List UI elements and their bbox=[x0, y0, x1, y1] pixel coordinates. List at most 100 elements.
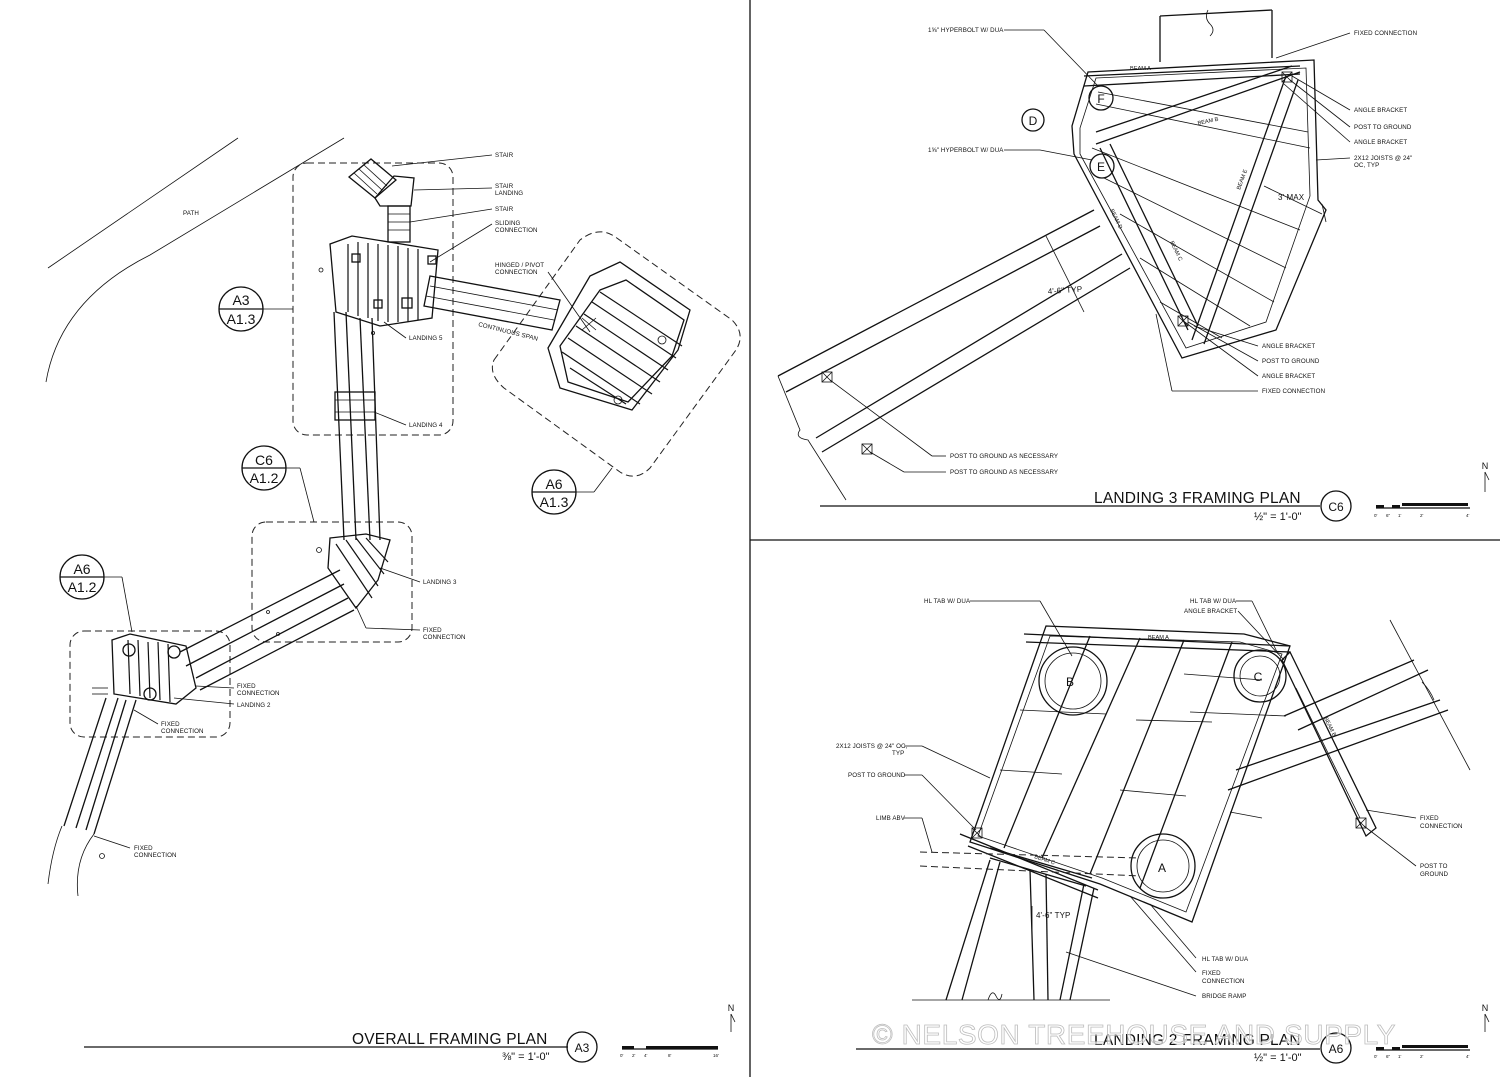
callout-a3-a1-3: A3 A1.3 bbox=[218, 286, 293, 332]
svg-text:16': 16' bbox=[713, 1053, 719, 1058]
svg-text:1': 1' bbox=[1398, 513, 1402, 518]
l2-bridge-ramp bbox=[912, 833, 1141, 1001]
note-landing-3: LANDING 3 bbox=[423, 579, 457, 586]
svg-text:A1.2: A1.2 bbox=[250, 470, 279, 486]
l3-note-fixed-top: FIXED CONNECTION bbox=[1354, 30, 1417, 37]
l3-notes: 1⅝" HYPERBOLT W/ DUA 1⅝" HYPERBOLT W/ DU… bbox=[829, 27, 1417, 476]
landing-3-framing-plan: F E D bbox=[777, 9, 1490, 523]
l3-upper-member bbox=[1159, 9, 1273, 62]
landing-upper-right bbox=[547, 261, 691, 411]
l3-bubble-d: D bbox=[1029, 114, 1038, 128]
overall-title: OVERALL FRAMING PLAN bbox=[352, 1031, 548, 1048]
l3-note-joists-1: 2X12 JOISTS @ 24" bbox=[1354, 155, 1412, 162]
l3-note-angle-4: ANGLE BRACKET bbox=[1262, 373, 1315, 380]
note-fixed2a-1: FIXED bbox=[237, 683, 256, 690]
svg-text:A6: A6 bbox=[73, 561, 90, 577]
overall-title-block: OVERALL FRAMING PLAN ⅜" = 1'-0" A3 0' 2'… bbox=[84, 1003, 736, 1063]
l3-north-arrow: N bbox=[1482, 461, 1490, 492]
note-fixed1-1: FIXED bbox=[134, 845, 153, 852]
svg-text:N: N bbox=[1482, 1003, 1489, 1013]
l2-note-fixed1-2: CONNECTION bbox=[1202, 978, 1245, 985]
l3-note-post-nec-1: POST TO GROUND AS NECESSARY bbox=[950, 453, 1058, 460]
l2-note-tab-2: HL TAB W/ DUA bbox=[1190, 598, 1237, 605]
svg-text:C6: C6 bbox=[255, 452, 273, 468]
landing-2-framing-plan: B C A bbox=[836, 598, 1490, 1064]
svg-text:0': 0' bbox=[620, 1053, 624, 1058]
svg-text:2': 2' bbox=[1420, 513, 1424, 518]
note-fixed3-1: FIXED bbox=[423, 627, 442, 634]
l2-scale-bar: 0' 6" 1' 2' 4' bbox=[1374, 1045, 1470, 1059]
landing-5 bbox=[318, 235, 439, 327]
overall-scale: ⅜" = 1'-0" bbox=[502, 1051, 550, 1063]
landing-3-small bbox=[316, 533, 391, 610]
l2-note-fixed1-1: FIXED bbox=[1202, 970, 1221, 977]
landing-2-small bbox=[92, 633, 197, 705]
bridge-span bbox=[179, 569, 355, 691]
l2-note-angle: ANGLE BRACKET bbox=[1184, 608, 1237, 615]
path-label: PATH bbox=[183, 210, 199, 217]
stair bbox=[347, 158, 415, 243]
note-landing-2: LANDING 2 bbox=[237, 702, 271, 709]
l3-title: LANDING 3 FRAMING PLAN bbox=[1094, 490, 1301, 507]
l3-beam-c: BEAM C bbox=[1168, 240, 1183, 262]
l2-bubble-b: B bbox=[1066, 675, 1074, 689]
l2-sheet-ref: A6 bbox=[1329, 1042, 1344, 1056]
l2-note-fixed2-2: CONNECTION bbox=[1420, 823, 1463, 830]
note-stair-landing-2: LANDING bbox=[495, 190, 523, 197]
l2-scale: ½" = 1'-0" bbox=[1254, 1052, 1302, 1064]
svg-text:N: N bbox=[1482, 461, 1489, 471]
l3-scale: ½" = 1'-0" bbox=[1254, 511, 1302, 523]
l2-note-joists-1: 2X12 JOISTS @ 24" OC, bbox=[836, 743, 908, 750]
overall-north-arrow: N bbox=[728, 1003, 736, 1032]
l2-note-limb: LIMB ABV bbox=[876, 815, 906, 822]
bridge-ramp bbox=[47, 697, 137, 897]
note-stair-2: STAIR bbox=[495, 206, 514, 213]
l3-max: 3' MAX bbox=[1278, 193, 1305, 202]
l2-title-block: LANDING 2 FRAMING PLAN ½" = 1'-0" A6 0' … bbox=[856, 1003, 1490, 1064]
l2-note-tab-3: HL TAB W/ DUA bbox=[1202, 956, 1249, 963]
detail-boundaries bbox=[69, 162, 741, 738]
note-fixed2b-1: FIXED bbox=[161, 721, 180, 728]
overall-scale-bar: 0' 2' 4' 8' 16' bbox=[620, 1046, 719, 1058]
note-fixed3-2: CONNECTION bbox=[423, 634, 466, 641]
overall-framing-plan: PATH bbox=[45, 137, 741, 1063]
l3-note-angle-3: ANGLE BRACKET bbox=[1262, 343, 1315, 350]
svg-text:A1.3: A1.3 bbox=[227, 311, 256, 327]
overall-sheet-ref: A3 bbox=[575, 1041, 590, 1055]
l3-scale-bar: 0' 6" 1' 2' 4' bbox=[1374, 503, 1470, 518]
l3-note-fixed-bottom: FIXED CONNECTION bbox=[1262, 388, 1325, 395]
l3-title-block: LANDING 3 FRAMING PLAN ½" = 1'-0" C6 0' … bbox=[820, 461, 1490, 523]
svg-text:1': 1' bbox=[1398, 1054, 1402, 1059]
note-fixed1-2: CONNECTION bbox=[134, 852, 177, 859]
continuous-span bbox=[423, 275, 561, 331]
svg-text:A1.2: A1.2 bbox=[68, 579, 97, 595]
l3-note-hyperbolt-2: 1⅝" HYPERBOLT W/ DUA bbox=[928, 147, 1004, 154]
l2-beam-b: BEAM B bbox=[1322, 716, 1337, 738]
l3-beam-e: BEAM E bbox=[1236, 169, 1249, 191]
l3-bubble-e: E bbox=[1097, 160, 1105, 174]
l2-beam-a: BEAM A bbox=[1148, 635, 1169, 641]
l2-note-tab-1: HL TAB W/ DUA bbox=[924, 598, 971, 605]
note-landing-4: LANDING 4 bbox=[409, 422, 443, 429]
l2-title: LANDING 2 FRAMING PLAN bbox=[1094, 1032, 1301, 1049]
note-stair-1: STAIR bbox=[495, 152, 514, 159]
svg-text:2': 2' bbox=[1420, 1054, 1424, 1059]
stair-beams bbox=[333, 311, 381, 541]
panel-dividers bbox=[749, 0, 1500, 1077]
svg-text:0': 0' bbox=[1374, 513, 1378, 518]
l2-typ: 4'-6" TYP bbox=[1036, 911, 1070, 920]
overall-notes: STAIR STAIR LANDING STAIR SLIDING CONNEC… bbox=[93, 152, 591, 859]
svg-text:N: N bbox=[728, 1003, 735, 1013]
note-hinged-1: HINGED / PIVOT bbox=[495, 262, 544, 269]
svg-text:0': 0' bbox=[1374, 1054, 1378, 1059]
svg-text:6": 6" bbox=[1386, 513, 1391, 518]
l2-bubble-c: C bbox=[1254, 670, 1263, 684]
l2-note-post2-1: POST TO bbox=[1420, 863, 1448, 870]
l3-platform: F E D bbox=[1021, 59, 1327, 359]
note-sliding-2: CONNECTION bbox=[495, 227, 538, 234]
watermark: © NELSON TREEHOUSE AND SUPPLY bbox=[872, 1019, 1396, 1050]
callout-c6-a1-2: C6 A1.2 bbox=[241, 445, 315, 523]
l3-note-post-nec-2: POST TO GROUND AS NECESSARY bbox=[950, 469, 1058, 476]
l2-north-arrow: N bbox=[1482, 1003, 1490, 1032]
